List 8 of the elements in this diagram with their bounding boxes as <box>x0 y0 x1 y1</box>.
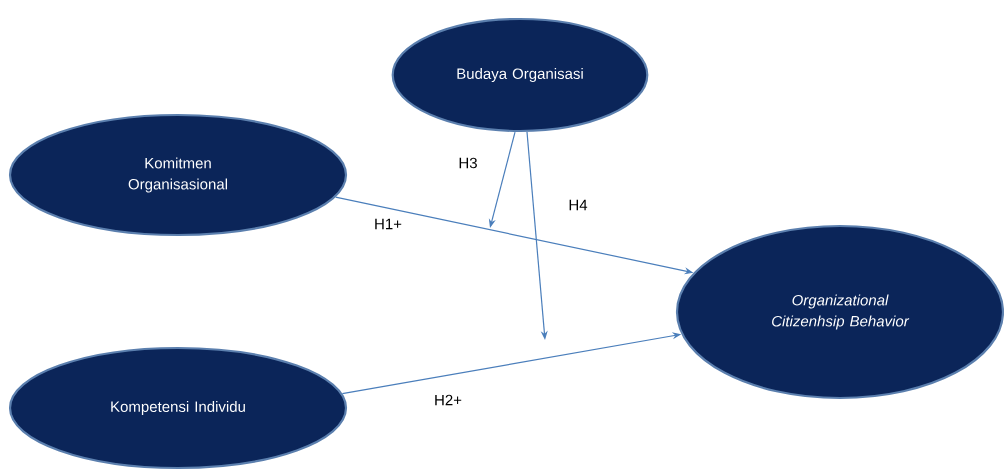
edge-label: H1+ <box>375 218 402 230</box>
ellipse-node: Kompetensi Individu <box>8 346 348 470</box>
ellipse-node: Budaya Organisasi <box>391 17 649 133</box>
ellipse-node: Organizational Citizenhsip Behavior <box>675 224 1004 400</box>
edge-label: H4 <box>569 199 588 211</box>
ellipse-node: Komitmen Organisasional <box>8 113 348 237</box>
edge-label: H3 <box>459 157 477 169</box>
edge-label: H2+ <box>435 394 462 406</box>
